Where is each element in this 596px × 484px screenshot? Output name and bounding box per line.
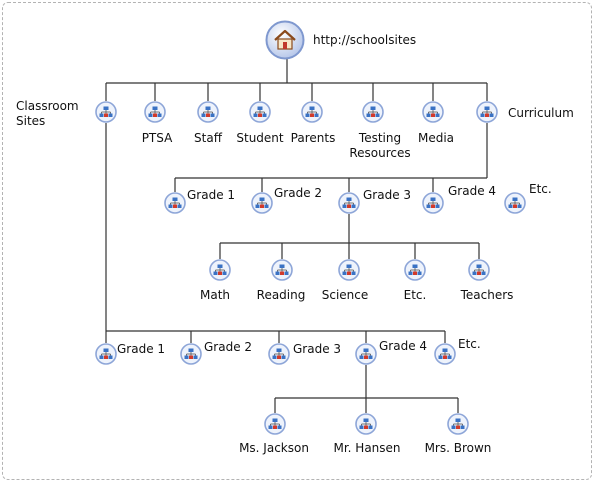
label-classroom-grade-4: Grade 4 <box>379 339 428 353</box>
node-classroom-sites-sitemap-icon[interactable] <box>95 101 117 123</box>
label-mrs-brown: Mrs. Brown <box>424 441 492 455</box>
label-math: Math <box>199 288 231 302</box>
label-staff: Staff <box>194 131 222 145</box>
node-math-sitemap-icon[interactable] <box>209 259 231 281</box>
node-curriculum-grade-3-sitemap-icon[interactable] <box>338 192 360 214</box>
label-grade3-etc: Etc. <box>403 288 427 302</box>
node-classroom-grade-4-sitemap-icon[interactable] <box>355 343 377 365</box>
label-classroom-grade-1: Grade 1 <box>117 342 166 356</box>
label-classroom-etc: Etc. <box>458 337 481 351</box>
label-parents: Parents <box>290 131 336 145</box>
root-label[interactable]: http://schoolsites <box>313 33 417 47</box>
diagram-frame <box>2 2 592 480</box>
label-media: Media <box>417 131 455 145</box>
node-ptsa-sitemap-icon[interactable] <box>144 101 166 123</box>
node-grade3-etc-sitemap-icon[interactable] <box>404 259 426 281</box>
node-testing-resources-sitemap-icon[interactable] <box>362 101 384 123</box>
node-classroom-etc-sitemap-icon[interactable] <box>434 343 456 365</box>
node-classroom-grade-2-sitemap-icon[interactable] <box>180 343 202 365</box>
label-classroom-grade-2: Grade 2 <box>204 340 253 354</box>
label-testing-resources: Testing Resources <box>349 131 411 160</box>
label-reading: Reading <box>256 288 306 302</box>
node-classroom-grade-3-sitemap-icon[interactable] <box>268 343 290 365</box>
label-classroom-grade-3: Grade 3 <box>293 342 342 356</box>
node-curriculum-grade-1-sitemap-icon[interactable] <box>164 192 186 214</box>
node-teachers-sitemap-icon[interactable] <box>468 259 490 281</box>
node-reading-sitemap-icon[interactable] <box>271 259 293 281</box>
home-icon[interactable] <box>265 20 305 60</box>
label-curriculum-grade-1: Grade 1 <box>187 188 236 202</box>
node-science-sitemap-icon[interactable] <box>338 259 360 281</box>
label-curriculum-grade-3: Grade 3 <box>363 188 412 202</box>
node-student-sitemap-icon[interactable] <box>249 101 271 123</box>
label-teachers: Teachers <box>460 288 514 302</box>
node-mrs-brown-sitemap-icon[interactable] <box>447 413 469 435</box>
label-curriculum-etc: Etc. <box>529 182 552 196</box>
label-curriculum: Curriculum <box>508 106 574 120</box>
node-parents-sitemap-icon[interactable] <box>301 101 323 123</box>
node-media-sitemap-icon[interactable] <box>422 101 444 123</box>
label-science: Science <box>321 288 369 302</box>
node-curriculum-grade-4-sitemap-icon[interactable] <box>422 192 444 214</box>
label-ms-jackson: Ms. Jackson <box>239 441 309 455</box>
node-mr-hansen-sitemap-icon[interactable] <box>355 413 377 435</box>
node-ms-jackson-sitemap-icon[interactable] <box>264 413 286 435</box>
label-classroom-sites: Classroom Sites <box>16 99 79 128</box>
node-staff-sitemap-icon[interactable] <box>197 101 219 123</box>
node-curriculum-sitemap-icon[interactable] <box>476 101 498 123</box>
label-ptsa: PTSA <box>141 131 173 145</box>
label-mr-hansen: Mr. Hansen <box>333 441 401 455</box>
node-classroom-grade-1-sitemap-icon[interactable] <box>95 343 117 365</box>
node-curriculum-etc-sitemap-icon[interactable] <box>504 192 526 214</box>
label-curriculum-grade-2: Grade 2 <box>274 186 323 200</box>
label-curriculum-grade-4: Grade 4 <box>448 184 497 198</box>
label-student: Student <box>236 131 284 145</box>
node-curriculum-grade-2-sitemap-icon[interactable] <box>251 192 273 214</box>
